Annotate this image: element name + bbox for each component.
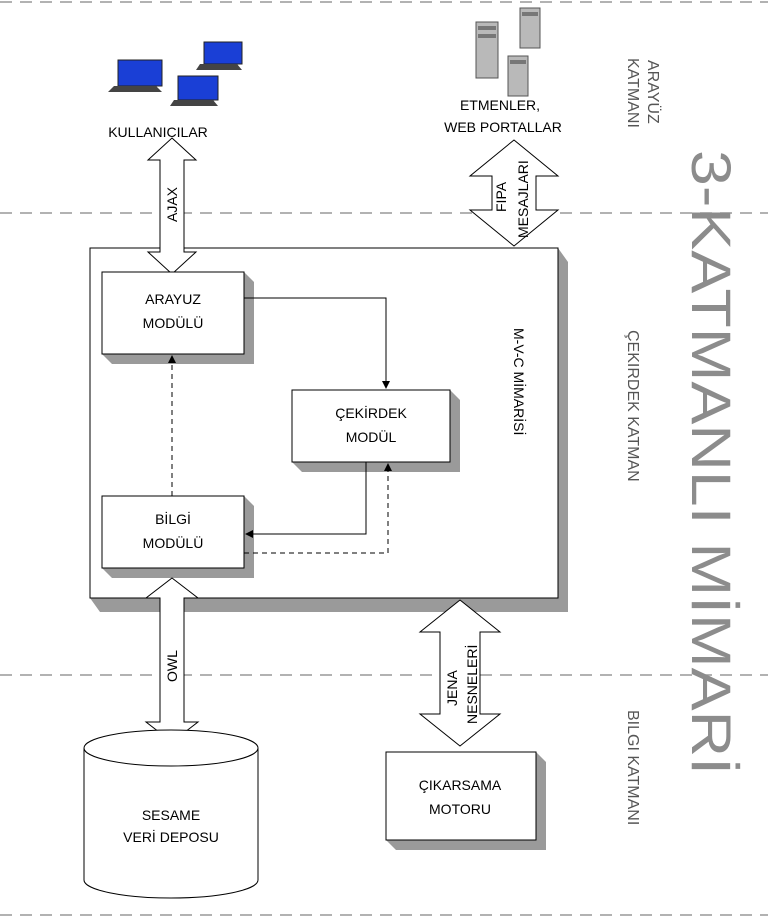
connector-knowledge-to-core	[244, 463, 392, 554]
server-icon	[475, 21, 499, 79]
interface-module-label-2: MODÜLÜ	[143, 314, 204, 331]
knowledge-module-box	[101, 495, 245, 569]
users-label: KULLANICILAR	[108, 124, 208, 140]
owl-label: OWL	[164, 650, 180, 682]
layer-label-interface-2: KATMANI	[624, 58, 641, 128]
server-icon-3	[507, 55, 529, 97]
repository-label-1: SESAME	[142, 807, 200, 823]
server-icon-2	[519, 7, 541, 49]
interface-module-label-1: ARAYUZ	[145, 291, 201, 307]
jena-arrow	[418, 599, 502, 747]
inference-engine-label-1: ÇIKARSAMA	[419, 777, 502, 793]
inference-engine-box	[385, 751, 537, 841]
laptop-icon	[108, 59, 163, 92]
core-module-label-2: MODÜL	[346, 428, 397, 445]
interface-module-shadow	[102, 272, 254, 364]
jena-label-1: JENA	[444, 670, 460, 706]
core-module-shadow	[292, 390, 460, 472]
fipa-arrow	[468, 139, 560, 247]
layer-label-data: BILGI KATMANI	[624, 710, 641, 825]
connector-core-to-knowledge	[245, 462, 367, 538]
agents-label-1: ETMENLER,	[460, 97, 540, 113]
interface-module-box	[101, 271, 245, 355]
laptop-icon-3	[170, 75, 219, 106]
knowledge-module-shadow	[102, 496, 254, 578]
core-module-label-1: ÇEKİRDEK	[335, 404, 407, 421]
database-cylinder-icon	[83, 729, 259, 899]
layer-label-interface-1: ARAYÜZ	[644, 60, 662, 124]
knowledge-module-label-1: BİLGİ	[155, 510, 191, 527]
core-module-box	[291, 389, 451, 463]
repository-label-2: VERİ DEPOSU	[123, 828, 219, 845]
fipa-label-1: FIPA	[493, 181, 509, 212]
fipa-label-2: MESAJLARI	[515, 160, 531, 238]
mvc-architecture-label: M-V-C MİMARİSİ	[511, 328, 528, 435]
jena-label-2: NESNELERİ	[463, 645, 480, 724]
layer-label-core: ÇEKIRDEK KATMAN	[624, 330, 641, 482]
diagram-title: 3-KATMANLI MİMARİ	[680, 150, 743, 775]
agents-label-2: WEB PORTALLAR	[444, 119, 562, 135]
knowledge-module-label-2: MODÜLÜ	[143, 534, 204, 551]
inference-engine-label-2: MOTORU	[429, 801, 491, 817]
connector-interface-to-core	[244, 297, 390, 389]
laptop-icon-2	[196, 41, 243, 70]
ajax-label: AJAX	[164, 186, 180, 222]
